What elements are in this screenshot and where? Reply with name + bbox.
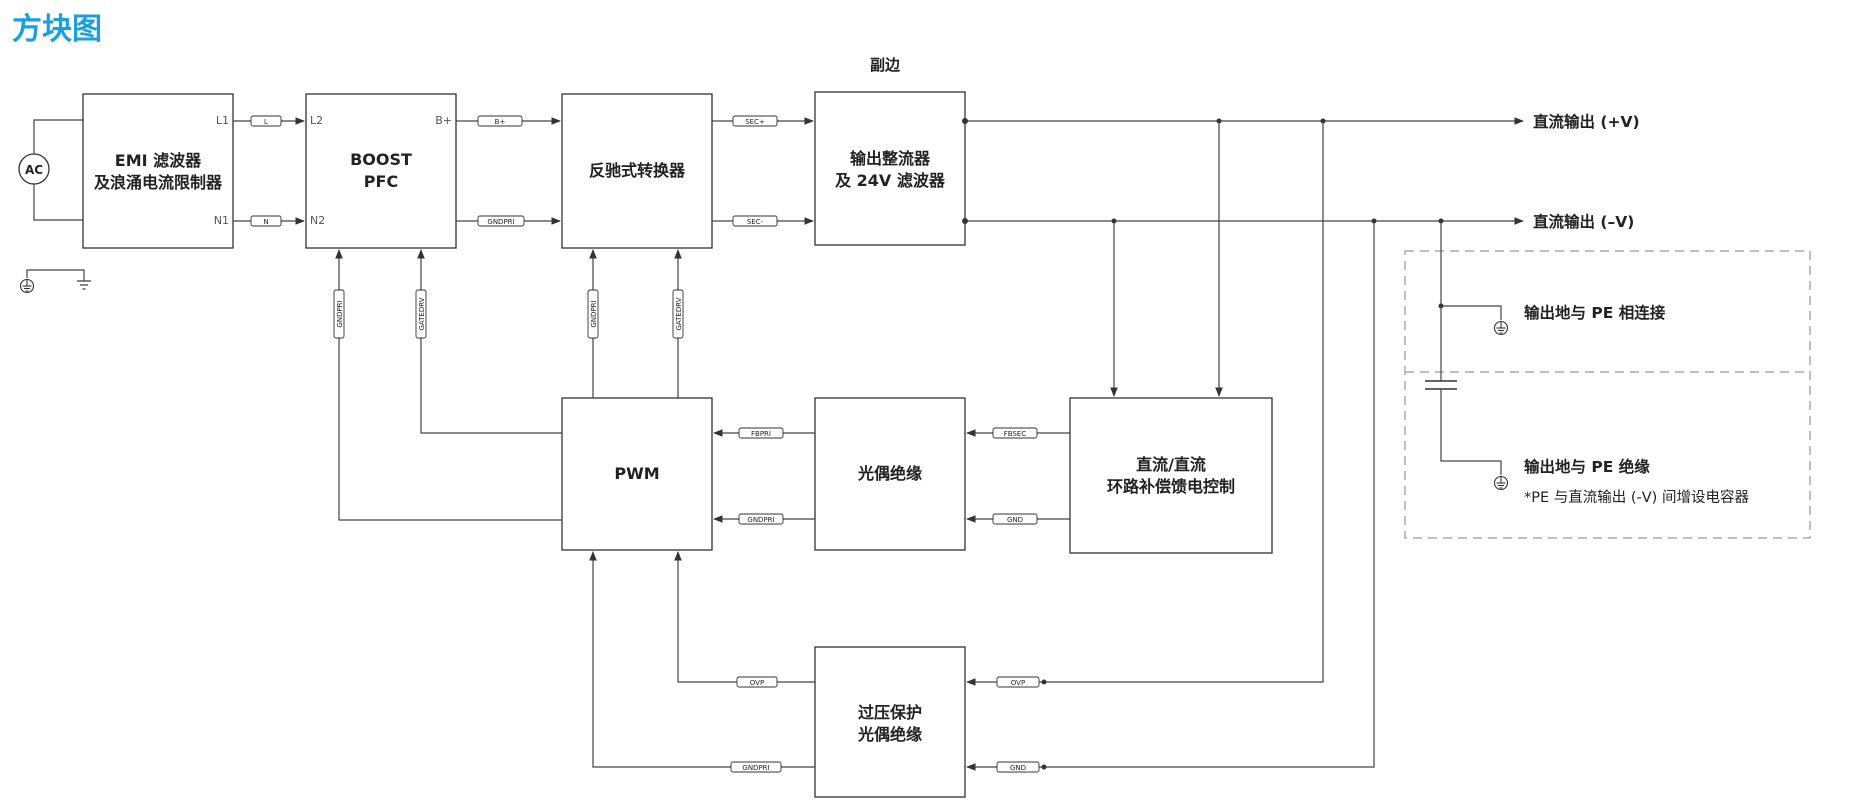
opto-block-label: 光偶绝缘 <box>857 464 922 483</box>
rectifier-block-line1: 输出整流器 <box>850 149 931 168</box>
tag-gndpri: GNDPRI <box>487 218 514 226</box>
tag-gndpri-boost: GNDPRI <box>336 300 344 327</box>
line-gndpri-to-pwm <box>589 551 815 768</box>
pwm-block-label: PWM <box>614 464 659 483</box>
rectifier-block-line2: 及 24V 滤波器 <box>835 171 946 190</box>
pin-l1: L1 <box>216 114 229 127</box>
tag-gndpri-bottom: GNDPRI <box>742 764 769 772</box>
pe-connected-line <box>1440 221 1502 320</box>
tag-fbpri: FBPRI <box>751 430 771 438</box>
tag-ovp-out: OVP <box>1011 679 1025 687</box>
dcdc-loop-control-block: 直流/直流 环路补偿馈电控制 <box>1069 397 1273 554</box>
pe-ground-icon-2 <box>1493 475 1509 491</box>
boost-pfc-block: BOOST PFC L2 N2 B+ <box>305 93 457 249</box>
boost-block-line2: PFC <box>364 172 398 191</box>
pin-bplus: B+ <box>435 114 452 127</box>
ac-line-bottom <box>33 184 83 221</box>
pwm-block: PWM <box>561 397 713 551</box>
emi-block-line1: EMI 滤波器 <box>115 151 202 170</box>
line-ovp-to-pwm <box>674 551 815 683</box>
tag-gndpri-pwm: GNDPRI <box>747 516 774 524</box>
pe-note: *PE 与直流输出 (-V) 间增设电容器 <box>1524 489 1749 506</box>
output-positive-label: 直流输出 (+V) <box>1533 112 1640 131</box>
optocoupler-block: 光偶绝缘 <box>814 397 966 551</box>
emi-filter-block: EMI 滤波器 及浪涌电流限制器 L1 N1 <box>82 93 234 249</box>
page-title: 方块图 <box>12 12 102 47</box>
tag-ovp-pwm: OVP <box>750 679 764 687</box>
output-rectifier-block: 输出整流器 及 24V 滤波器 <box>814 91 966 246</box>
flyback-block-label: 反驰式转换器 <box>589 161 686 180</box>
output-negative-label: 直流输出 (–V) <box>1533 212 1634 231</box>
tag-gnd-bottom: GND <box>1010 764 1026 772</box>
vertical-signal-tags: GNDPRI GATEDRV GNDPRI GATEDRV <box>333 289 684 339</box>
boost-block-line1: BOOST <box>350 150 412 169</box>
pe-connected-label: 输出地与 PE 相连接 <box>1524 303 1666 322</box>
pin-n1: N1 <box>214 214 229 227</box>
line-ovp-from-positive <box>966 121 1324 686</box>
ovp-block: 过压保护 光偶绝缘 <box>814 646 966 798</box>
ac-label: AC <box>25 163 43 177</box>
flyback-converter-block: 反驰式转换器 <box>561 93 713 249</box>
pe-ground-icon <box>1493 320 1509 336</box>
pe-isolated-line <box>1440 389 1502 475</box>
tag-gnd-fb: GND <box>1007 516 1023 524</box>
tag-l: L <box>264 118 268 126</box>
tag-fbsec: FBSEC <box>1004 430 1027 438</box>
pin-l2: L2 <box>310 114 323 127</box>
earth-ground-symbols <box>19 269 91 294</box>
chassis-ground-icon <box>19 278 35 294</box>
ovp-block-line2: 光偶绝缘 <box>857 725 922 744</box>
tag-n: N <box>263 218 268 226</box>
line-pwm-gndpri-boost <box>335 249 562 521</box>
tag-sec-minus: SEC- <box>747 218 764 226</box>
signal-tags: L N B+ GNDPRI SEC+ SEC- FBPRI GNDPRI FBS… <box>250 115 1040 773</box>
pe-isolated-label: 输出地与 PE 绝缘 <box>1524 457 1650 476</box>
secondary-side-label: 副边 <box>870 56 901 74</box>
dcdc-block-line2: 环路补偿馈电控制 <box>1107 477 1235 496</box>
tag-gndpri-flyback: GNDPRI <box>590 300 598 327</box>
line-gnd-from-negative <box>966 221 1375 771</box>
tag-sec-plus: SEC+ <box>745 118 765 126</box>
tag-gatedrv-flyback: GATEDRV <box>675 297 683 330</box>
ovp-block-line1: 过压保护 <box>858 703 922 722</box>
ac-source: AC <box>18 153 50 185</box>
tag-bplus: B+ <box>495 118 506 126</box>
tag-gatedrv-boost: GATEDRV <box>418 297 426 330</box>
ac-line-top <box>33 119 83 154</box>
pin-n2: N2 <box>310 214 325 227</box>
emi-block-line2: 及浪涌电流限制器 <box>94 173 223 192</box>
pe-options-frame <box>1404 250 1811 539</box>
dcdc-block-line1: 直流/直流 <box>1136 455 1206 474</box>
line-pwm-gatedrv-boost <box>417 249 562 434</box>
